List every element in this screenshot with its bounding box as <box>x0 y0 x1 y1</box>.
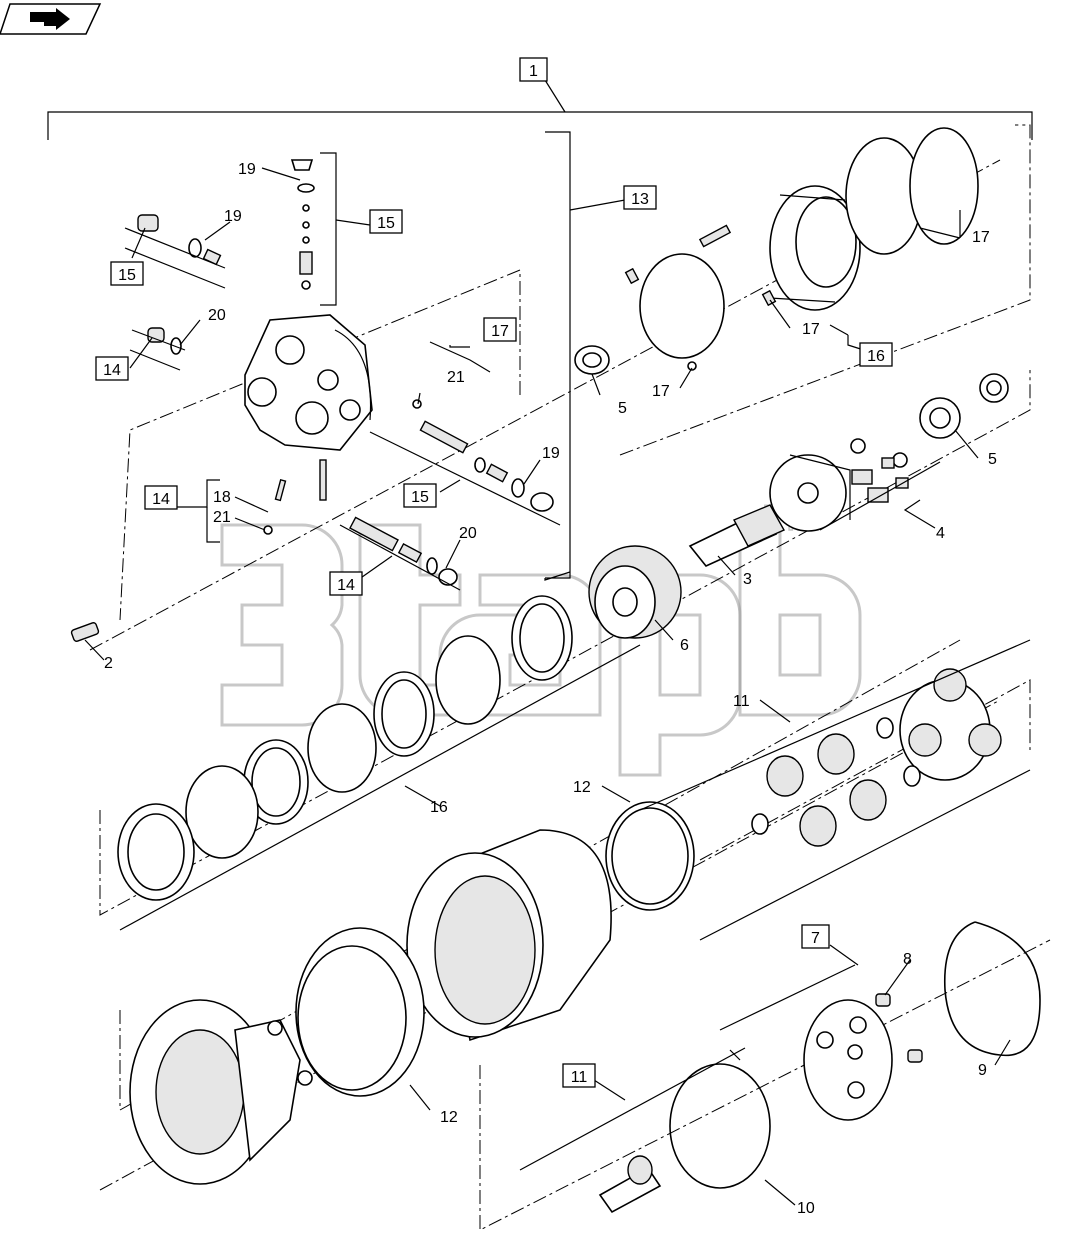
bearing-5-right <box>919 373 1009 439</box>
spool-14 <box>349 516 458 586</box>
seal-rings-17 <box>639 127 979 371</box>
callout-11-box: 11 <box>562 1063 596 1088</box>
ring-gear-6 <box>588 545 682 639</box>
spindle-flange <box>129 999 313 1185</box>
callout-10: 10 <box>797 1200 815 1217</box>
svg-text:13: 13 <box>631 191 649 208</box>
svg-text:14: 14 <box>103 362 121 379</box>
seal-ring-12-lower <box>295 927 425 1097</box>
callout-17-mid: 17 <box>802 321 820 338</box>
arrow-right-icon[interactable] <box>0 3 102 35</box>
callout-14-top: 14 <box>95 356 129 381</box>
hub-housing <box>406 829 612 1042</box>
left-plug-14 <box>147 327 182 355</box>
valve-body <box>244 314 373 451</box>
rotor-housing-16 <box>624 185 861 311</box>
planet-carrier-11 <box>751 668 1002 835</box>
callout-17-box: 17 <box>483 317 517 342</box>
left-plug-15 <box>137 214 222 266</box>
callout-18: 18 <box>213 489 231 506</box>
callout-11-top: 11 <box>733 693 750 710</box>
pump-cam-4 <box>769 438 909 532</box>
cover-7 <box>803 993 923 1121</box>
bearing-5-left <box>574 345 610 375</box>
planet-gears-11 <box>766 733 887 847</box>
spool-15 <box>419 420 554 512</box>
svg-text:14: 14 <box>337 577 355 594</box>
group-outline-housing <box>119 639 961 1111</box>
callout-9: 9 <box>978 1062 987 1079</box>
seal-ring-12-upper <box>605 801 695 911</box>
friction-discs-16 <box>117 595 573 901</box>
svg-text:7: 7 <box>811 930 820 947</box>
svg-text:15: 15 <box>377 215 395 232</box>
callout-5-left: 5 <box>618 400 627 417</box>
svg-text:1: 1 <box>529 63 538 80</box>
svg-text:11: 11 <box>571 1069 588 1086</box>
callout-21-left: 21 <box>213 509 231 526</box>
group-outline-planet <box>699 679 1031 861</box>
valve-plug-column <box>290 159 315 290</box>
callout-16-top: 16 <box>859 342 893 367</box>
callout-12-top: 12 <box>573 779 591 796</box>
callout-15-right: 15 <box>369 209 403 234</box>
callout-21-top: 21 <box>447 369 465 386</box>
svg-text:17: 17 <box>491 323 509 340</box>
callout-17-bottom: 17 <box>652 383 670 400</box>
callout-16-bottom: 16 <box>430 799 448 816</box>
group-outline-16 <box>619 124 1031 456</box>
svg-text:15: 15 <box>411 489 429 506</box>
callout-20-top: 20 <box>208 307 226 324</box>
callout-2: 2 <box>104 655 113 672</box>
group-outline-cover <box>479 939 1051 1231</box>
callout-13: 13 <box>623 185 657 210</box>
callout-15-mid: 15 <box>403 483 437 508</box>
callout-4: 4 <box>936 525 945 542</box>
bracket-assembly-1 <box>47 79 1033 140</box>
callout-19-top: 19 <box>238 161 256 178</box>
small-pins-21 <box>263 399 422 535</box>
callout-14-left: 14 <box>144 485 178 510</box>
input-shaft <box>598 1155 662 1214</box>
svg-text:16: 16 <box>867 348 885 365</box>
callout-1: 1 <box>519 57 548 82</box>
callout-19-left: 19 <box>224 208 242 225</box>
callout-14-bottom: 14 <box>329 571 363 596</box>
svg-text:15: 15 <box>118 267 136 284</box>
shaft-3 <box>688 504 785 567</box>
callout-19-right: 19 <box>542 445 560 462</box>
callout-8: 8 <box>903 951 912 968</box>
callout-5-right: 5 <box>988 451 997 468</box>
callout-17-right: 17 <box>972 229 990 246</box>
bracket-13 <box>545 131 571 579</box>
callout-12-bottom: 12 <box>440 1109 458 1126</box>
bolt-2 <box>70 622 100 642</box>
o-ring-10 <box>669 1063 771 1189</box>
callout-6: 6 <box>680 637 689 654</box>
callout-3: 3 <box>743 571 752 588</box>
leader-lines <box>84 152 1031 1206</box>
snap-ring-9 <box>943 921 1041 1057</box>
svg-text:14: 14 <box>152 491 170 508</box>
callout-7: 7 <box>801 924 830 949</box>
callout-15-left: 15 <box>110 261 144 286</box>
callout-20-bottom: 20 <box>459 525 477 542</box>
